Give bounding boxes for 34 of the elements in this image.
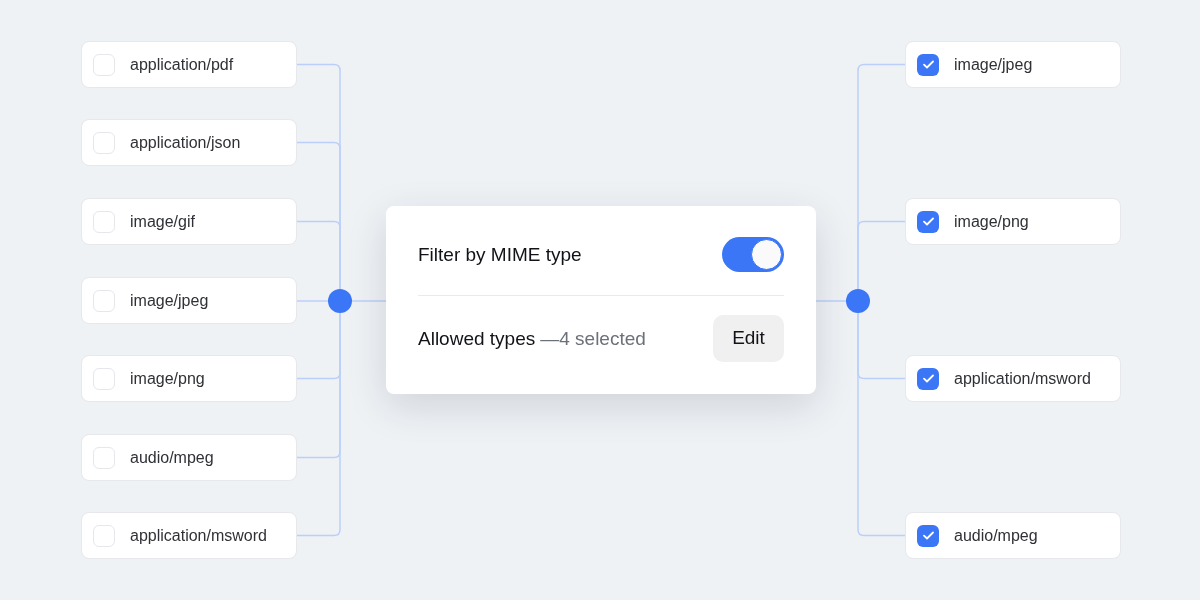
setting-label: Filter by MIME type bbox=[418, 242, 582, 267]
option-card bbox=[81, 119, 297, 166]
settings-card bbox=[386, 206, 816, 394]
option-card bbox=[81, 277, 297, 324]
option-label: application/json bbox=[130, 132, 241, 153]
option-label: image/png bbox=[130, 368, 205, 389]
option-label: image/gif bbox=[130, 211, 195, 232]
connector-line bbox=[351, 300, 387, 302]
option-label: application/msword bbox=[130, 525, 267, 546]
option-card bbox=[81, 198, 297, 245]
connector-line bbox=[296, 312, 341, 537]
connector-line bbox=[296, 220, 341, 290]
edit-button: Edit bbox=[713, 315, 784, 362]
option-label: audio/mpeg bbox=[130, 447, 214, 468]
connector-line bbox=[296, 300, 329, 302]
option-card bbox=[81, 434, 297, 481]
option-label: image/png bbox=[954, 211, 1029, 232]
connector-line bbox=[857, 312, 906, 537]
option-card bbox=[905, 198, 1121, 245]
option-label: application/pdf bbox=[130, 54, 234, 75]
selection-count: —4 selected bbox=[540, 326, 646, 351]
option-card bbox=[905, 512, 1121, 559]
option-card bbox=[81, 512, 297, 559]
option-card bbox=[81, 355, 297, 402]
connector-line bbox=[857, 220, 906, 290]
connector-line bbox=[815, 300, 847, 302]
option-card bbox=[905, 355, 1121, 402]
option-card bbox=[81, 41, 297, 88]
setting-label: Allowed types bbox=[418, 326, 536, 351]
option-label: application/msword bbox=[954, 368, 1091, 389]
option-label: audio/mpeg bbox=[954, 525, 1038, 546]
option-label: image/jpeg bbox=[954, 54, 1033, 75]
option-card bbox=[905, 41, 1121, 88]
option-label: image/jpeg bbox=[130, 290, 209, 311]
